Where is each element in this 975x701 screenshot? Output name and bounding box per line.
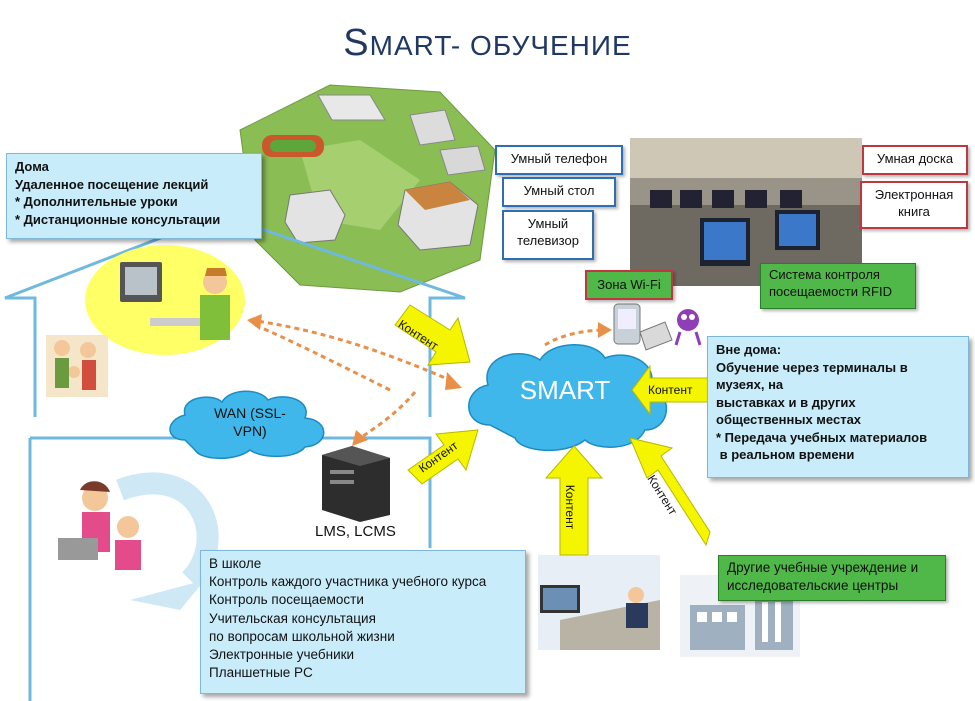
outside-line: общественных местах: [716, 412, 862, 428]
outside-line: * Передача учебных материалов: [716, 429, 928, 445]
smart-tv-tag: Умный телевизор: [502, 210, 594, 260]
rfid-system-box: Система контроля посещаемости RFID: [760, 263, 916, 309]
home-info-box: Дома Удаленное посещение лекций * Дополн…: [6, 153, 262, 239]
wan-cloud-label: WAN (SSL- VPN): [200, 404, 300, 440]
ebook-line2: книга: [898, 203, 930, 219]
smart-phone-tag: Умный телефон: [495, 145, 623, 175]
wan-line2: VPN): [233, 423, 267, 440]
school-line: по вопросам школьной жизни: [209, 628, 395, 644]
outside-line: в реальном времени: [716, 447, 855, 463]
other-line1: Другие учебные учреждение и: [727, 560, 919, 575]
family-illustration: [46, 335, 108, 397]
smart-table-tag: Умный стол: [502, 177, 616, 207]
school-outline: [28, 436, 432, 701]
school-line: Контроль каждого участника учебного курс…: [209, 574, 487, 590]
dashed-arrowheads: [247, 314, 612, 446]
wan-cloud: [169, 390, 325, 459]
outside-line: выставках и в других: [716, 394, 856, 410]
home-line: Удаленное посещение лекций: [15, 176, 209, 192]
smart-board-tag: Умная доска: [862, 145, 968, 175]
server-illustration: [322, 446, 390, 522]
title-prefix: S: [343, 22, 370, 64]
other-line2: исследовательские центры: [727, 577, 899, 593]
title-rest: MART- ОБУЧЕНИЕ: [369, 30, 632, 61]
wifi-zone-label: Зона Wi-Fi: [585, 270, 673, 300]
mobile-devices-illustration: [613, 303, 702, 351]
school-line: Контроль посещаемости: [209, 592, 364, 608]
school-line: Планшетные PC: [209, 665, 313, 681]
other-institutions-box: Другие учебные учреждение и исследовател…: [718, 555, 946, 601]
smart-tv-line2: телевизор: [517, 232, 579, 248]
rfid-line2: посещаемости RFID: [769, 283, 892, 299]
lms-label: LMS, LCMS: [315, 523, 396, 540]
home-line: Дома: [15, 159, 49, 174]
home-line: * Дистанционные консультации: [15, 211, 221, 227]
wan-line1: WAN (SSL-: [214, 405, 286, 421]
school-line: Электронные учебники: [209, 647, 355, 663]
home-computer-illustration: [85, 245, 245, 355]
video-conference-image: [538, 555, 660, 650]
outside-line: музеях, на: [716, 377, 784, 393]
ebook-line1: Электронная: [874, 187, 954, 202]
outside-home-box: Вне дома: Обучение через терминалы в муз…: [707, 336, 969, 478]
campus-illustration: [239, 84, 496, 293]
outside-line: Вне дома:: [716, 342, 782, 357]
outside-line: Обучение через терминалы в: [716, 359, 908, 375]
school-info-box: В школе Контроль каждого участника учебн…: [200, 550, 526, 694]
smart-cloud-label: SMART: [519, 375, 611, 405]
classroom-photo: [630, 138, 862, 286]
school-line: Учительская консультация: [209, 610, 376, 626]
arrow-label-3: Контент: [648, 383, 693, 397]
rfid-line1: Система контроля: [769, 267, 880, 282]
page-title: SMART- ОБУЧЕНИЕ: [0, 22, 975, 65]
arrow-label-4: Контент: [563, 484, 578, 530]
smart-cloud: [468, 344, 667, 451]
school-line: В школе: [209, 556, 262, 571]
home-line: * Дополнительные уроки: [15, 194, 178, 210]
yellow-arrows: [394, 304, 711, 556]
ebook-tag: Электронная книга: [860, 181, 968, 229]
smart-tv-line1: Умный: [527, 216, 569, 231]
students-illustration: [58, 472, 219, 610]
